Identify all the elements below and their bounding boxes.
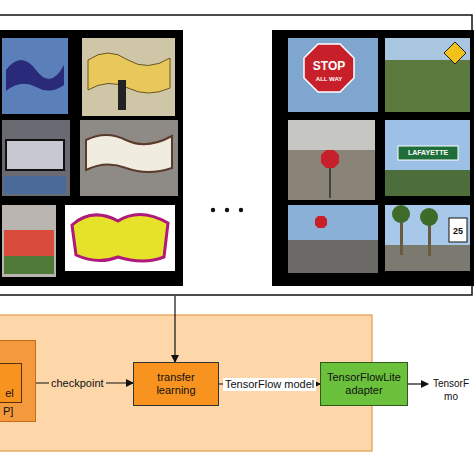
edge-label: TensorFlow model — [223, 378, 316, 391]
edge-label: checkpoint — [49, 377, 106, 390]
photo — [385, 205, 470, 271]
speed-sign — [449, 218, 467, 242]
photo — [288, 205, 378, 273]
ellipsis-dot — [239, 208, 243, 212]
graffiti — [4, 230, 54, 256]
sign-text: LAFAYETTE — [398, 149, 458, 156]
process-box: TensorFlowLite adapter — [320, 362, 408, 406]
stop-sign — [304, 44, 354, 92]
input-arrow — [174, 296, 175, 362]
node-text: TensorFlowLite adapter — [326, 371, 402, 397]
photo — [2, 120, 70, 196]
node-text: P] — [3, 405, 13, 418]
ellipsis-dot — [225, 208, 229, 212]
palm — [420, 208, 438, 226]
ellipsis-dot — [211, 208, 215, 212]
top-frame — [0, 15, 472, 295]
graffiti — [72, 214, 168, 261]
warning-sign — [444, 42, 466, 64]
pipeline-panel — [0, 315, 372, 451]
photo — [2, 38, 68, 114]
photo — [80, 120, 178, 196]
person — [118, 80, 126, 110]
sign-text: 25 — [449, 227, 467, 236]
pole — [329, 168, 331, 198]
model-box: el — [0, 363, 22, 403]
ground — [4, 176, 66, 194]
ground — [4, 256, 54, 274]
stop-sign — [315, 216, 327, 228]
street — [288, 240, 378, 273]
image-panel — [272, 30, 474, 286]
stop-sign — [321, 150, 339, 168]
graffiti — [86, 135, 172, 172]
graffiti — [6, 60, 64, 91]
trees — [385, 170, 470, 196]
photo — [385, 120, 470, 196]
sign-text: ALL WAY — [304, 76, 354, 82]
street — [385, 245, 470, 271]
palm — [392, 205, 410, 223]
output-label: TensorF mo — [430, 376, 472, 404]
sky — [288, 120, 375, 150]
graffiti — [88, 53, 170, 93]
api-box: P] el — [0, 340, 36, 422]
node-text: transfer learning — [140, 371, 212, 397]
photo — [2, 205, 56, 277]
graffiti — [6, 140, 64, 170]
process-box: transfer learning — [133, 362, 219, 406]
photo — [385, 38, 470, 112]
photo — [82, 38, 175, 116]
photo — [288, 120, 375, 200]
street-sign — [398, 146, 458, 160]
photo — [288, 38, 378, 112]
sign-text: STOP — [304, 60, 354, 72]
node-text: el — [5, 387, 14, 400]
image-panel — [0, 30, 183, 286]
photo — [65, 205, 175, 271]
output-arrow — [408, 383, 428, 384]
